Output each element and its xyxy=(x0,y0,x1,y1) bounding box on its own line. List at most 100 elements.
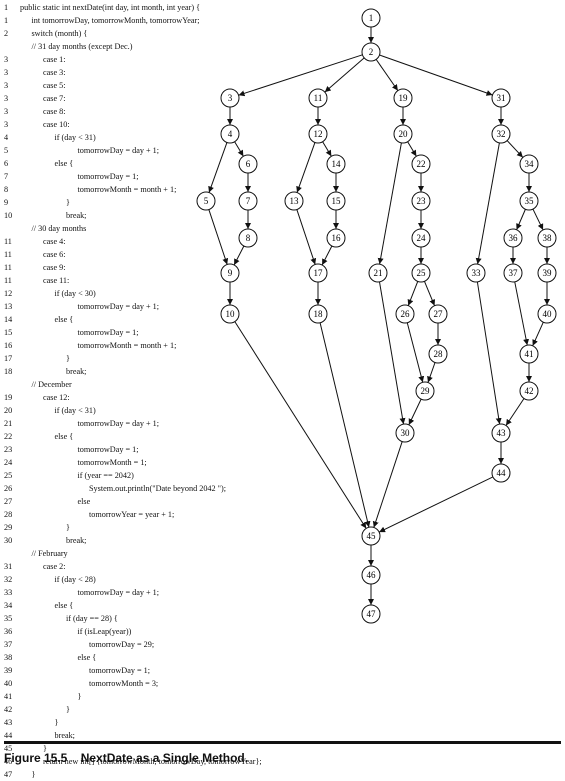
line-number: 23 xyxy=(4,445,13,454)
node-circle xyxy=(220,88,240,108)
node-5: 5 xyxy=(196,191,216,211)
code-text: // 31 day months (except Dec.) xyxy=(31,42,133,51)
code-line: 47} xyxy=(0,768,300,781)
code-text: case 11: xyxy=(43,276,70,285)
node-label: 18 xyxy=(314,309,324,319)
line-number: 3 xyxy=(4,81,9,90)
node-16: 16 xyxy=(326,228,346,248)
node-25: 25 xyxy=(411,263,431,283)
node-43: 43 xyxy=(491,423,511,443)
node-circle xyxy=(326,228,346,248)
node-label: 41 xyxy=(525,349,534,359)
node-circle xyxy=(491,423,511,443)
node-circle xyxy=(326,191,346,211)
line-number: 43 xyxy=(4,718,13,727)
code-text: if (day < 31) xyxy=(54,406,96,415)
node-26: 26 xyxy=(395,304,415,324)
node-circle xyxy=(361,42,381,62)
line-number: 14 xyxy=(4,315,13,324)
node-circle xyxy=(415,381,435,401)
node-42: 42 xyxy=(519,381,539,401)
line-number: 33 xyxy=(4,588,13,597)
code-text: tomorrowDay = 1; xyxy=(77,172,139,181)
line-number: 18 xyxy=(4,367,13,376)
code-text: tomorrowYear = year + 1; xyxy=(89,510,175,519)
node-28: 28 xyxy=(428,344,448,364)
line-number: 31 xyxy=(4,562,13,571)
node-label: 36 xyxy=(509,233,519,243)
code-text: case 3: xyxy=(43,68,66,77)
code-text: } xyxy=(77,692,82,701)
edge-16-17 xyxy=(321,245,333,266)
node-label: 7 xyxy=(246,196,251,206)
line-number: 27 xyxy=(4,497,13,506)
code-text: tomorrowMonth = 1; xyxy=(77,458,147,467)
line-number: 32 xyxy=(4,575,13,584)
line-number: 25 xyxy=(4,471,13,480)
node-21: 21 xyxy=(368,263,388,283)
node-label: 1 xyxy=(369,13,374,23)
code-text: tomorrowDay = 1; xyxy=(77,445,139,454)
node-label: 30 xyxy=(401,428,411,438)
code-text: if (day < 31) xyxy=(54,133,96,142)
node-19: 19 xyxy=(393,88,413,108)
node-circle xyxy=(361,526,381,546)
edge-18-45 xyxy=(319,322,371,528)
code-text: case 5: xyxy=(43,81,66,90)
code-text: else { xyxy=(54,432,74,441)
node-label: 29 xyxy=(421,386,431,396)
node-circle xyxy=(491,88,511,108)
line-number: 6 xyxy=(4,159,9,168)
node-47: 47 xyxy=(361,604,381,624)
line-number: 38 xyxy=(4,653,13,662)
edge-37-41 xyxy=(514,281,530,346)
node-label: 38 xyxy=(543,233,553,243)
edge-33-43 xyxy=(476,281,502,425)
line-number: 35 xyxy=(4,614,13,623)
node-44: 44 xyxy=(491,463,511,483)
node-circle xyxy=(238,154,258,174)
line-number: 11 xyxy=(4,250,12,259)
node-29: 29 xyxy=(415,381,435,401)
edge-8-9 xyxy=(233,245,245,266)
code-line: // 31 day months (except Dec.) xyxy=(0,40,300,53)
line-number: 17 xyxy=(4,354,13,363)
edge-12-13 xyxy=(296,142,316,193)
node-label: 45 xyxy=(367,531,377,541)
node-label: 26 xyxy=(401,309,411,319)
node-20: 20 xyxy=(393,124,413,144)
node-36: 36 xyxy=(503,228,523,248)
edge-12-14 xyxy=(322,141,332,157)
line-number: 26 xyxy=(4,484,13,493)
node-circle xyxy=(393,88,413,108)
caption-rule xyxy=(4,741,561,744)
node-35: 35 xyxy=(519,191,539,211)
line-number: 7 xyxy=(4,172,9,181)
node-30: 30 xyxy=(395,423,415,443)
code-text: tomorrowDay = 29; xyxy=(89,640,155,649)
code-text: case 12: xyxy=(43,393,70,402)
edge-2-11 xyxy=(324,57,365,93)
node-circle xyxy=(411,228,431,248)
node-circle xyxy=(308,88,328,108)
edge-4-5 xyxy=(208,142,228,193)
code-text: if (year == 2042) xyxy=(77,471,134,480)
node-circle xyxy=(220,124,240,144)
code-text: } xyxy=(43,744,47,753)
edge-32-33 xyxy=(475,142,500,265)
line-number: 11 xyxy=(4,237,12,246)
code-text: if (day == 28) { xyxy=(66,614,118,623)
line-number: 47 xyxy=(4,770,13,779)
